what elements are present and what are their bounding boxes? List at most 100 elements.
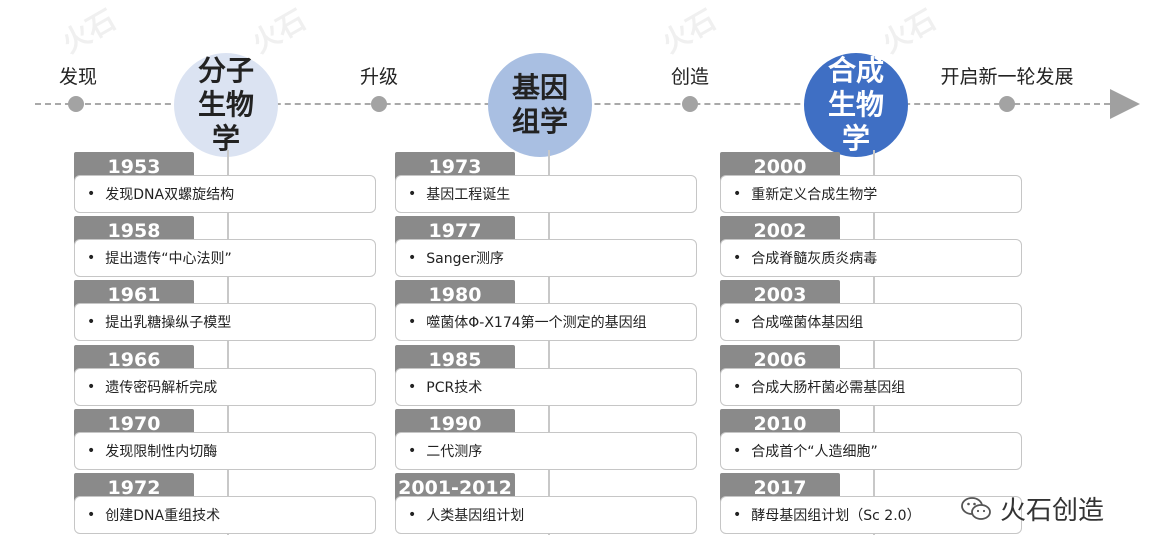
bullet: • <box>408 443 417 459</box>
bullet: • <box>87 443 96 459</box>
event-card: • 酵母基因组计划（Sc 2.0） <box>720 496 1022 534</box>
bullet: • <box>87 507 96 523</box>
bullet: • <box>87 250 96 266</box>
event-text: 重新定义合成生物学 <box>751 187 878 203</box>
event-card: • 噬菌体Φ-X174第一个测定的基因组 <box>395 303 697 341</box>
event-card: • 合成噬菌体基因组 <box>720 303 1022 341</box>
event-item: 1966 •遗传密码解析完成 <box>74 345 379 407</box>
era-circle-genomics: 基因组学 <box>488 53 592 157</box>
brand-name: 火石创造 <box>1000 496 1105 526</box>
bullet: • <box>408 186 417 202</box>
brand-label: 火石创造 <box>960 490 1104 527</box>
event-item: 1961 •提出乳糖操纵子模型 <box>74 280 379 342</box>
bullet: • <box>733 443 742 459</box>
stage-label: 开启新一轮发展 <box>940 66 1074 88</box>
wechat-icon <box>961 496 991 520</box>
event-item: 2001-2012 •人类基因组计划 <box>395 473 700 535</box>
event-item: 2017 •酵母基因组计划（Sc 2.0） <box>720 473 1025 535</box>
event-text: 合成大肠杆菌必需基因组 <box>751 380 906 396</box>
event-item: 2003 •合成噬菌体基因组 <box>720 280 1025 342</box>
event-text: 合成首个“人造细胞” <box>751 444 878 460</box>
event-text: PCR技术 <box>426 380 483 396</box>
event-card: • 创建DNA重组技术 <box>74 496 376 534</box>
event-card: • Sanger测序 <box>395 239 697 277</box>
event-item: 2002 •合成脊髓灰质炎病毒 <box>720 216 1025 278</box>
bullet: • <box>408 379 417 395</box>
bullet: • <box>733 507 742 523</box>
column-connector <box>873 150 875 535</box>
watermark: 火石 <box>656 3 722 60</box>
era-line: 基因 <box>511 71 568 104</box>
event-item: 1990 •二代测序 <box>395 409 700 471</box>
event-item: 1953 •发现DNA双螺旋结构 <box>74 152 379 214</box>
era-circle-synthetic-biology: 合成生物学 <box>804 53 908 157</box>
bullet: • <box>87 186 96 202</box>
event-card: • 重新定义合成生物学 <box>720 175 1022 213</box>
timeline-node <box>68 96 84 112</box>
event-text: 基因工程诞生 <box>426 187 511 203</box>
event-card: • 提出乳糖操纵子模型 <box>74 303 376 341</box>
event-item: 1970 •发现限制性内切酶 <box>74 409 379 471</box>
stage-label: 发现 <box>58 66 98 88</box>
bullet: • <box>733 314 742 330</box>
event-card: • 合成首个“人造细胞” <box>720 432 1022 470</box>
column-connector <box>548 150 550 535</box>
event-card: • 发现限制性内切酶 <box>74 432 376 470</box>
event-item: 1985 •PCR技术 <box>395 345 700 407</box>
event-text: 发现DNA双螺旋结构 <box>105 187 235 203</box>
stage-label: 升级 <box>359 66 399 88</box>
event-text: 噬菌体Φ-X174第一个测定的基因组 <box>426 315 647 331</box>
era-line: 组学 <box>511 105 568 138</box>
event-card: • PCR技术 <box>395 368 697 406</box>
watermark: 火石 <box>246 3 312 60</box>
event-text: 创建DNA重组技术 <box>105 508 221 524</box>
column-connector <box>227 150 229 535</box>
bullet: • <box>87 314 96 330</box>
bullet: • <box>733 250 742 266</box>
event-text: Sanger测序 <box>426 251 504 267</box>
event-card: • 合成脊髓灰质炎病毒 <box>720 239 1022 277</box>
event-card: • 合成大肠杆菌必需基因组 <box>720 368 1022 406</box>
bullet: • <box>87 379 96 395</box>
watermark: 火石 <box>56 3 122 60</box>
event-item: 1973 •基因工程诞生 <box>395 152 700 214</box>
bullet: • <box>733 186 742 202</box>
event-card: • 提出遗传“中心法则” <box>74 239 376 277</box>
timeline-node <box>371 96 387 112</box>
bullet: • <box>408 314 417 330</box>
event-text: 合成脊髓灰质炎病毒 <box>751 251 878 267</box>
event-text: 遗传密码解析完成 <box>105 380 218 396</box>
event-card: • 遗传密码解析完成 <box>74 368 376 406</box>
event-item: 1958 •提出遗传“中心法则” <box>74 216 379 278</box>
era-circle-molecular-biology: 分子生物学 <box>174 53 278 157</box>
timeline-node <box>999 96 1015 112</box>
event-text: 人类基因组计划 <box>426 508 525 524</box>
era-line: 分子 <box>197 54 254 87</box>
event-text: 酵母基因组计划（Sc 2.0） <box>751 508 921 524</box>
bullet: • <box>408 250 417 266</box>
event-card: • 人类基因组计划 <box>395 496 697 534</box>
event-item: 2006 •合成大肠杆菌必需基因组 <box>720 345 1025 407</box>
era-line: 生物学 <box>827 88 884 155</box>
event-card: • 发现DNA双螺旋结构 <box>74 175 376 213</box>
watermark: 火石 <box>876 3 942 60</box>
event-item: 1977 •Sanger测序 <box>395 216 700 278</box>
event-item: 2000 •重新定义合成生物学 <box>720 152 1025 214</box>
event-text: 提出遗传“中心法则” <box>105 251 232 267</box>
event-text: 二代测序 <box>426 444 483 460</box>
event-item: 1980 •噬菌体Φ-X174第一个测定的基因组 <box>395 280 700 342</box>
event-card: • 二代测序 <box>395 432 697 470</box>
timeline-node <box>682 96 698 112</box>
era-line: 生物学 <box>197 88 254 155</box>
event-text: 提出乳糖操纵子模型 <box>105 315 232 331</box>
event-card: • 基因工程诞生 <box>395 175 697 213</box>
event-item: 2010 •合成首个“人造细胞” <box>720 409 1025 471</box>
bullet: • <box>408 507 417 523</box>
bullet: • <box>733 379 742 395</box>
timeline-arrow-head <box>1110 89 1140 119</box>
era-line: 合成 <box>827 54 884 87</box>
event-text: 合成噬菌体基因组 <box>751 315 864 331</box>
event-text: 发现限制性内切酶 <box>105 444 218 460</box>
stage-label: 创造 <box>670 66 710 88</box>
event-item: 1972 •创建DNA重组技术 <box>74 473 379 535</box>
